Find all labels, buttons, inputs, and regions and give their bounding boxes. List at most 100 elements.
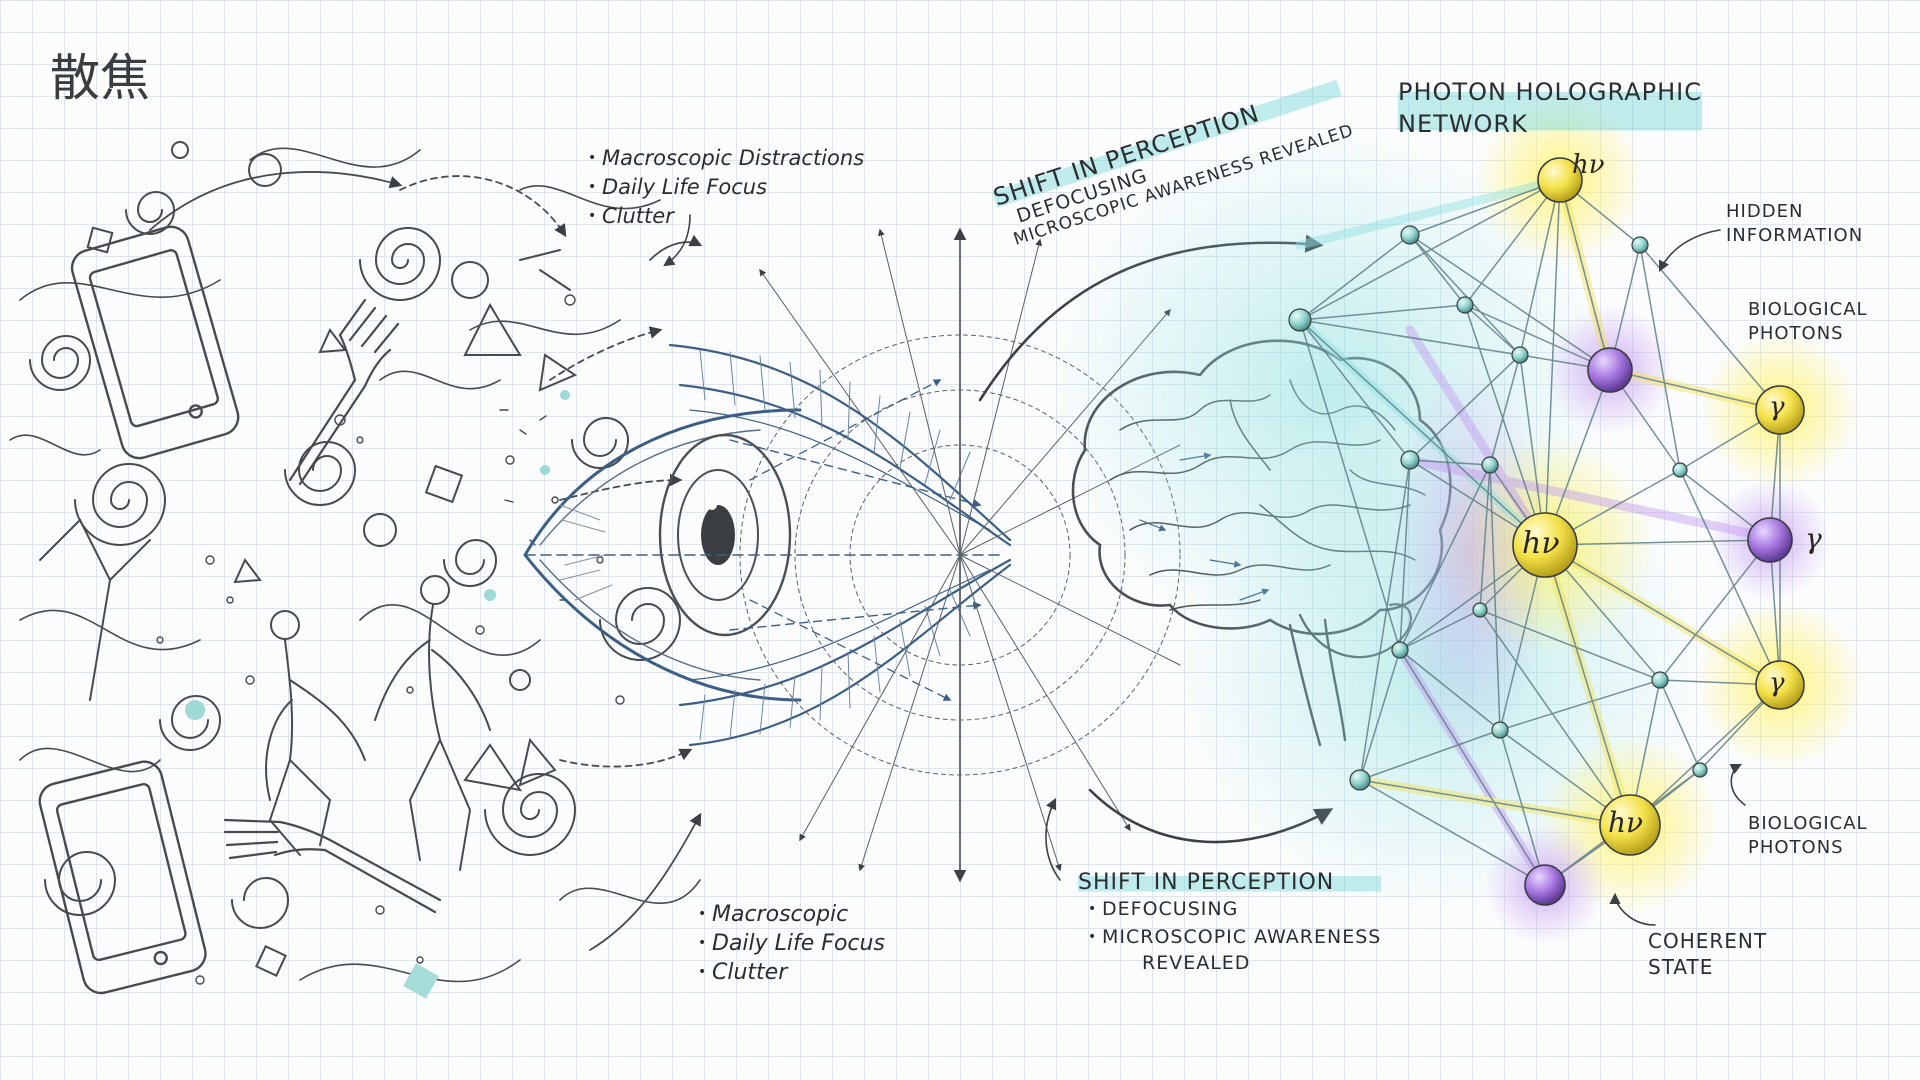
network-title-line: PHOTON HOLOGRAPHIC [1398,78,1702,106]
photon-node-teal [1631,236,1649,254]
swooshes [9,147,701,983]
fork-bottom [223,818,442,914]
photon-node-teal [1400,450,1420,470]
network-edge [1409,234,1521,356]
photon-node-purple [1587,347,1633,393]
network-edges [1299,179,1781,886]
network-edge [1359,779,1546,886]
biological-photons-bottom-label: BIOLOGICAL PHOTONS [1748,812,1868,860]
figure-1 [265,610,366,856]
network-edge [1399,464,1491,651]
list-item: Macroscopic [698,900,885,929]
network-title-line: NETWORK [1398,110,1528,138]
label-line: STATE [1648,955,1714,979]
debris [156,294,625,985]
network-edge [1659,679,1701,771]
photon-node-yellow [1755,660,1805,710]
lens-grid [699,349,971,741]
list-item: Daily Life Focus [698,929,885,958]
figure-2 [374,575,491,871]
bottom-distraction-list: Macroscopic Daily Life Focus Clutter [698,900,885,987]
chaos-arrows [149,171,703,951]
lens-bands [668,343,1012,747]
iris [677,469,759,601]
label-line: PHOTONS [1748,837,1844,858]
list-item: Clutter [698,958,885,987]
network-edge [1659,539,1771,681]
hv-symbol-bottom: hν [1608,806,1644,839]
top-distraction-list: Macroscopic Distractions Daily Life Focu… [588,144,864,231]
network-edge [1639,244,1781,411]
network-edge [1464,179,1561,306]
photon-node-teal [1472,602,1488,618]
photon-node-purple [1747,517,1793,563]
network-edge [1359,779,1631,826]
shift-item-cont: REVEALED [1142,952,1251,974]
photon-node-yellow [1755,385,1805,435]
gamma-symbol-lower: γ [1769,668,1785,698]
distraction-chaos [9,141,703,999]
list-item: Macroscopic Distractions [588,144,864,173]
network-edge [1629,684,1781,826]
photon-node-teal [1456,296,1474,314]
photon-node-yellow [1512,512,1578,578]
network-edge [1299,179,1561,321]
shapes [39,141,578,977]
network-nodes [1288,157,1805,906]
network-edge [1409,234,1611,371]
network-edge [1409,234,1466,306]
network-edge [1499,679,1661,731]
label-line: HIDDEN [1726,201,1804,222]
network-edge [1464,304,1521,356]
network-edge [1544,544,1631,826]
network-edge [1299,319,1546,546]
network-edge [1409,179,1561,236]
hv-symbol-top: hν [1572,150,1605,180]
coherent-state-label: COHERENT STATE [1648,928,1767,980]
eye-lens [523,343,1012,747]
photon-node-yellow [1537,157,1583,203]
phone-bottom [38,760,207,995]
shift-item: MICROSCOPIC AWARENESS [1088,923,1381,951]
photon-node-teal [1651,671,1669,689]
gamma-symbol-upper: γ [1769,392,1785,422]
label-line: COHERENT [1648,929,1768,953]
network-edge [1409,459,1491,466]
network-edge [1544,179,1561,546]
shift-items: DEFOCUSING MICROSCOPIC AWARENESS [1088,895,1381,951]
network-edge [1559,179,1611,371]
network-edge [1544,544,1781,686]
network-edge [1479,609,1631,826]
network-edge [1499,729,1546,886]
photon-node-teal [1692,762,1708,778]
label-line: PHOTONS [1748,323,1844,344]
eyeball [658,433,792,637]
shift-perception-bottom: SHIFT IN PERCEPTION DEFOCUSING MICROSCOP… [1078,870,1382,975]
network-edge [1464,304,1546,546]
hidden-information-label: HIDDEN INFORMATION [1726,200,1863,248]
network-edge [1409,354,1521,461]
shift-item: DEFOCUSING [1088,895,1381,923]
photon-node-teal [1391,641,1409,659]
label-line: BIOLOGICAL [1748,299,1868,320]
fork-top [288,298,400,486]
photon-node-teal [1511,346,1529,364]
network-edge [1519,179,1561,356]
network-edge [1464,304,1611,371]
phone-top [70,225,240,460]
network-edge [1399,459,1411,651]
network-edge [1489,354,1521,466]
network-edge [1609,369,1781,411]
photon-network [1050,95,1865,945]
swirls [29,191,682,929]
pupil [701,505,735,565]
network-edge [1299,319,1401,651]
list-item: Clutter [588,202,864,231]
network-edge [1299,319,1411,461]
network-edge [1544,539,1771,546]
photon-node-teal [1400,225,1420,245]
network-edge [1479,464,1491,611]
list-item: Daily Life Focus [588,173,864,202]
network-edge [1399,649,1546,886]
